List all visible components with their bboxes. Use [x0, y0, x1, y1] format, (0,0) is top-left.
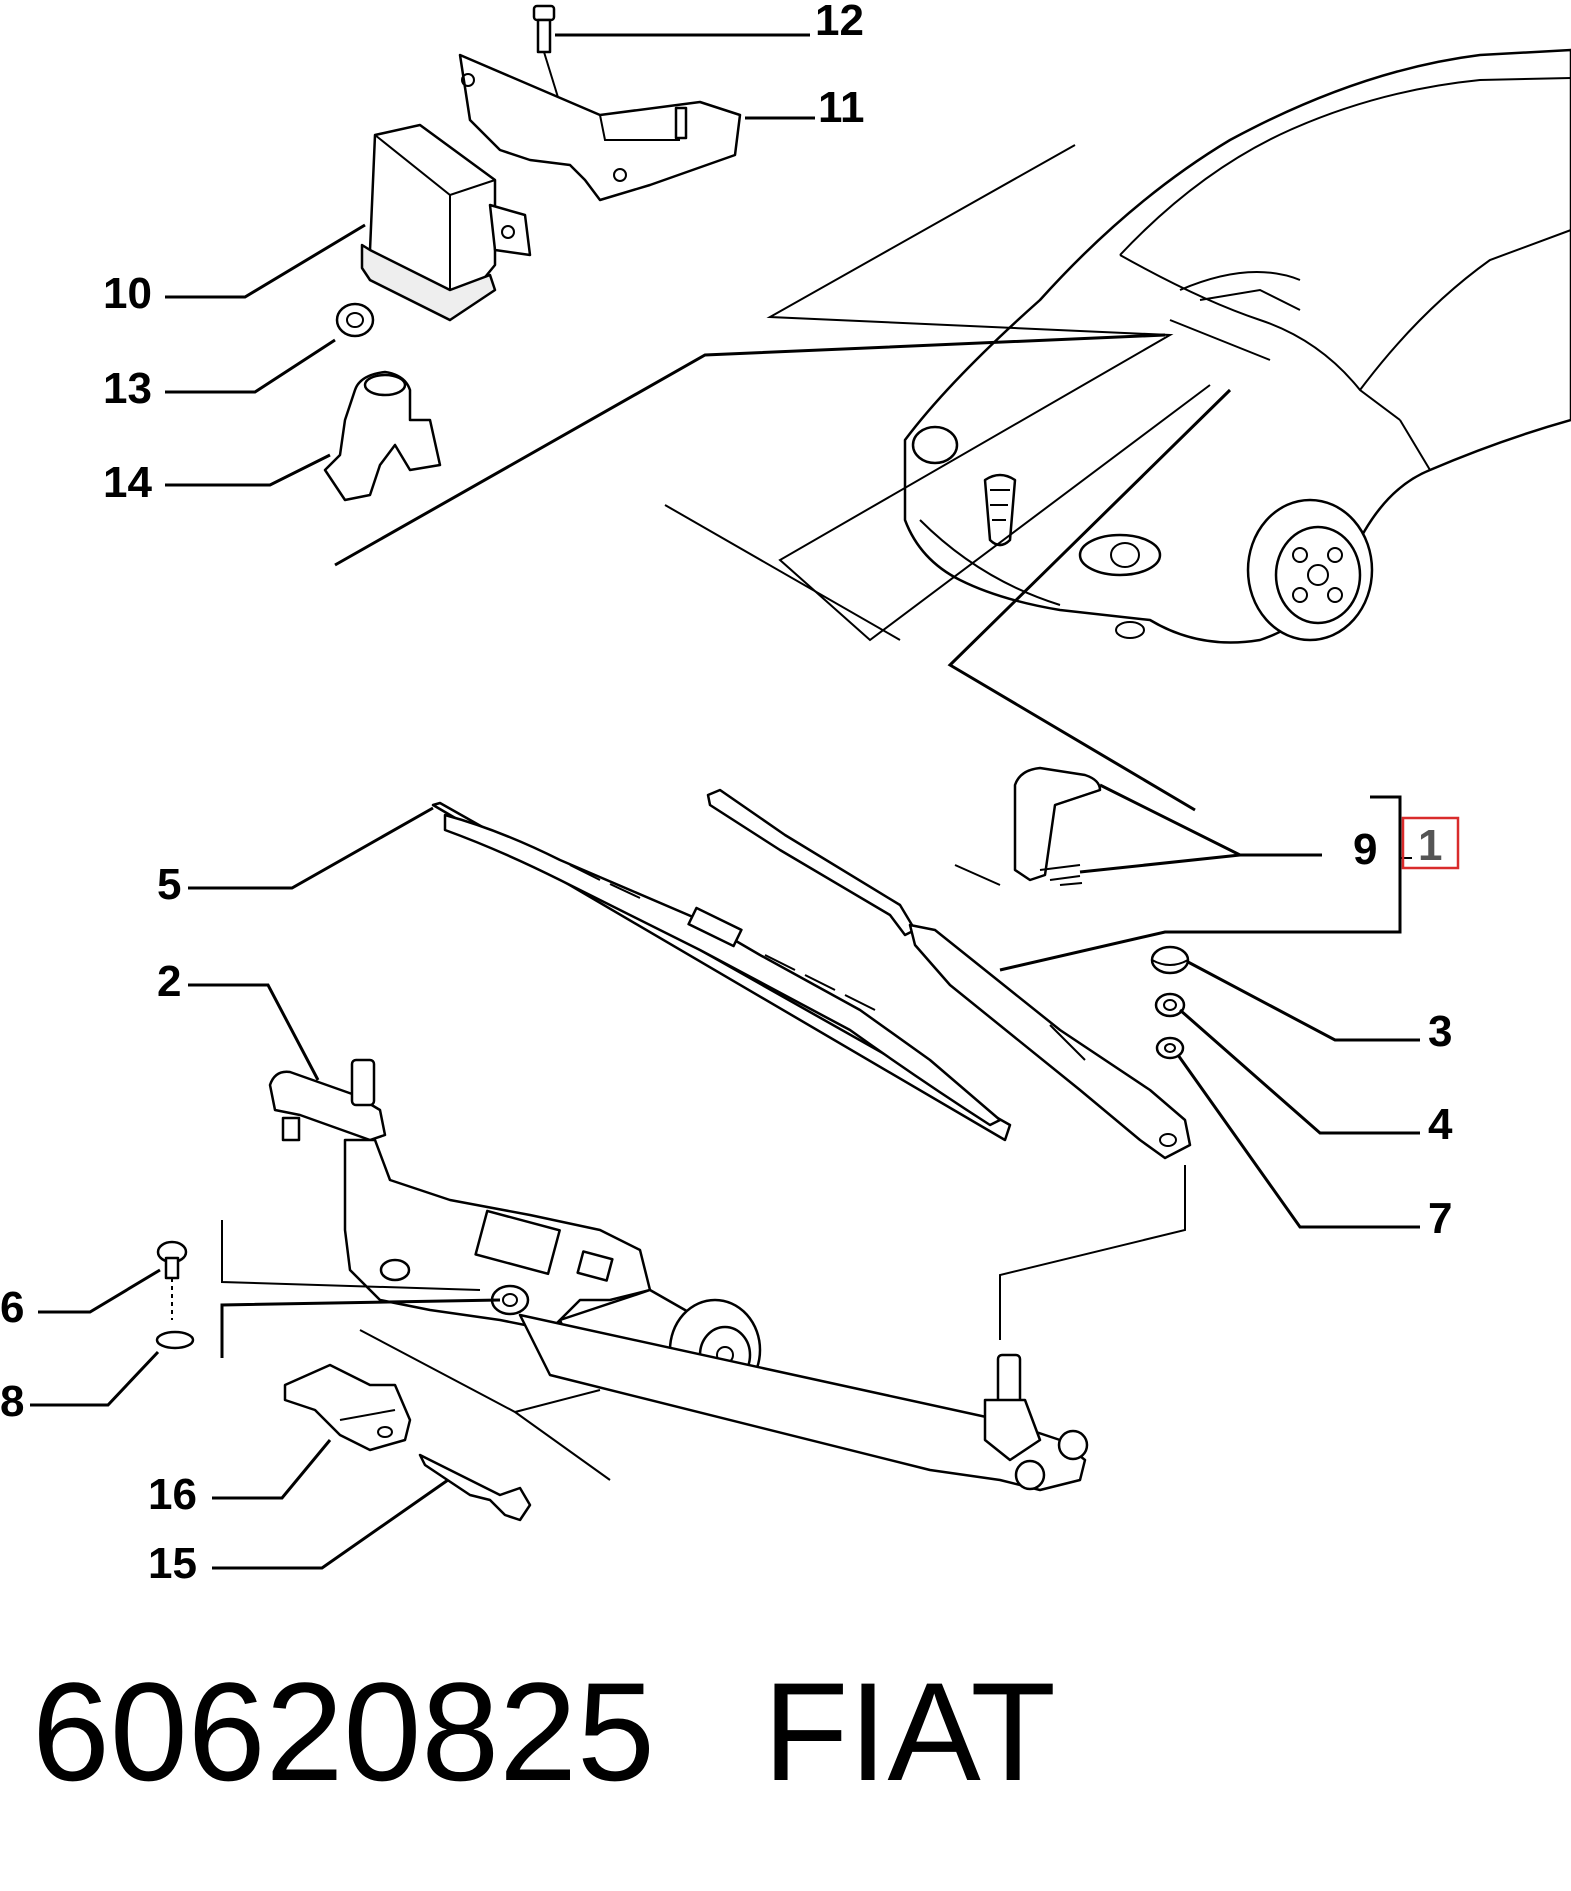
callout-11: 11 — [818, 83, 865, 132]
terminal-15 — [418, 1453, 532, 1522]
nut-4 — [1154, 992, 1186, 1018]
callout-7: 7 — [1428, 1194, 1452, 1243]
wiper-blade-5 — [431, 801, 1012, 1142]
nut-13 — [335, 302, 375, 338]
callout-12: 12 — [815, 0, 864, 45]
callout-1-highlight — [1401, 816, 1460, 870]
wiper-linkage-2 — [268, 1058, 1089, 1492]
wiper-arm-1 — [706, 788, 1192, 1160]
assembly-lines — [220, 864, 1186, 1481]
callout-14: 14 — [103, 458, 152, 507]
part-number: 60620825 — [32, 1653, 655, 1810]
callout-9: 9 — [1353, 825, 1377, 874]
screw-6 — [156, 1240, 188, 1320]
washer-7 — [1155, 1036, 1185, 1060]
callout-8: 8 — [0, 1377, 24, 1426]
callout-numbers: 12 11 10 13 14 5 2 9 1 3 4 7 6 8 16 15 — [0, 0, 1453, 1588]
callout-2: 2 — [157, 957, 181, 1006]
callout-3: 3 — [1428, 1007, 1452, 1056]
control-unit-10 — [360, 123, 532, 322]
car-illustration — [903, 48, 1571, 644]
grommet-8 — [155, 1330, 195, 1350]
callout-6: 6 — [0, 1283, 24, 1332]
leader-lines — [30, 33, 1420, 1570]
connector-16 — [283, 1363, 412, 1452]
cap-3 — [1150, 945, 1190, 975]
callout-4: 4 — [1428, 1100, 1453, 1149]
cover-9 — [1013, 766, 1102, 886]
zoom-lines — [334, 144, 1232, 812]
callout-5: 5 — [157, 860, 181, 909]
brand-name: FIAT — [763, 1653, 1056, 1810]
callout-10: 10 — [103, 269, 152, 318]
clip-14 — [323, 370, 442, 502]
callout-16: 16 — [148, 1470, 197, 1519]
callout-15: 15 — [148, 1539, 197, 1588]
callout-13: 13 — [103, 364, 152, 413]
bracket-11 — [458, 53, 742, 202]
callout-1: 1 — [1418, 821, 1442, 870]
